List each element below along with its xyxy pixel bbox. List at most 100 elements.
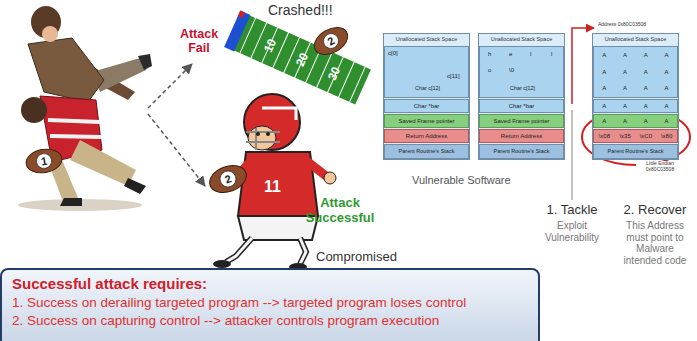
illustration-part bbox=[308, 162, 326, 176]
illustration-part bbox=[48, 120, 101, 137]
node-text: c[0] bbox=[388, 50, 398, 57]
node-text: \0 bbox=[509, 67, 514, 74]
illustration-part bbox=[324, 172, 336, 184]
highlight-ellipse bbox=[582, 109, 690, 165]
callout-text: Compromised bbox=[316, 250, 397, 265]
football-body bbox=[206, 161, 250, 197]
pointer-row: Char *bar bbox=[384, 99, 469, 113]
node-text: 2. Success on capturing control --> atta… bbox=[12, 312, 528, 330]
node-text: c[11] bbox=[447, 73, 460, 80]
node-text: A bbox=[644, 85, 648, 92]
node-text: \x35 bbox=[619, 133, 630, 140]
illustration-part bbox=[213, 260, 231, 268]
illustration-part bbox=[70, 140, 136, 186]
node-text: Char *bar bbox=[509, 103, 535, 110]
tackle-illustration bbox=[18, 6, 152, 211]
football-field bbox=[224, 10, 372, 105]
yard-number: 10 bbox=[259, 32, 281, 60]
yard-number: 30 bbox=[323, 60, 345, 88]
illustration-part bbox=[238, 10, 245, 18]
node-text: A bbox=[602, 85, 606, 92]
stack-frame: Unallocated Stack Spacehello\0Char c[12]… bbox=[478, 33, 565, 160]
node-text: Unallocated Stack Space bbox=[479, 36, 564, 42]
buffer-region: AAAAAAAAAAAA bbox=[593, 46, 678, 98]
jersey-number: 11 bbox=[264, 178, 281, 196]
buffer-region: c[0] Char c[12] c[11] bbox=[384, 46, 469, 98]
node-text: e bbox=[509, 51, 512, 58]
node-text: 1. Success on derailing targeted program… bbox=[12, 294, 528, 312]
node-text: A bbox=[665, 85, 669, 92]
illustration-part bbox=[60, 198, 82, 206]
caption-label: Vulnerable Software bbox=[412, 174, 511, 187]
outcome-label: Attack Fail bbox=[176, 27, 222, 56]
stack-frame: Unallocated Stack SpaceAAAAAAAAAAAAAAAAA… bbox=[592, 33, 679, 160]
illustration-part bbox=[266, 132, 270, 136]
step-label: 2. Recover bbox=[618, 203, 692, 218]
football: 2 bbox=[308, 20, 354, 62]
parent-stack-row: Parent Routine's Stack bbox=[593, 144, 678, 159]
illustration-part bbox=[42, 26, 58, 42]
node-text: Char *bar bbox=[414, 103, 440, 110]
callout-text: Crashed!!! bbox=[268, 2, 333, 18]
illustration-part bbox=[300, 238, 306, 264]
illustration-part bbox=[21, 97, 47, 123]
illustration-part bbox=[18, 199, 142, 211]
buffer-region: hello\0Char c[12] bbox=[479, 46, 564, 98]
node-text: A bbox=[602, 69, 606, 76]
node-text: \x80 bbox=[661, 133, 672, 140]
node-text: Char c[12] bbox=[480, 85, 565, 91]
parent-stack-row: Parent Routine's Stack bbox=[479, 144, 564, 159]
return-address-row: Return Address bbox=[384, 129, 469, 143]
outcome-label: Attack Successful bbox=[300, 196, 380, 226]
node-text: Parent Routine's Stack bbox=[494, 148, 550, 154]
box-title: Successful attack requires: bbox=[12, 274, 528, 294]
node-text: l bbox=[530, 51, 531, 58]
node-text: Unallocated Stack Space bbox=[593, 36, 678, 42]
illustration-part bbox=[349, 66, 365, 103]
number-disc bbox=[321, 31, 342, 51]
cartoon-player bbox=[213, 94, 336, 271]
illustration-part bbox=[224, 10, 372, 105]
address-label: Address 0x80C03508 bbox=[598, 22, 646, 28]
football-body bbox=[310, 22, 353, 60]
node-text: A bbox=[644, 103, 648, 110]
step-note: This Address must point to Malware inten… bbox=[618, 220, 692, 266]
leader-line bbox=[572, 110, 573, 200]
illustration-part bbox=[226, 238, 252, 262]
illustration-part bbox=[262, 108, 296, 120]
illustration-part bbox=[138, 54, 152, 70]
node-text: \x08 bbox=[599, 133, 610, 140]
node-text: Char c[12] bbox=[385, 85, 470, 91]
node-text: A bbox=[602, 52, 606, 59]
node-text: Saved Frame pointer bbox=[398, 118, 454, 125]
endian-label: Little Endian 0x80C03508 bbox=[636, 161, 684, 173]
illustration-part bbox=[256, 132, 260, 136]
illustration-part bbox=[248, 126, 276, 150]
node-text: Return Address bbox=[501, 133, 542, 140]
node-text: A bbox=[644, 118, 648, 125]
step-note: Exploit Vulnerability bbox=[537, 220, 607, 243]
frame-pointer-row: Saved Frame pointer bbox=[384, 114, 469, 128]
step-label: 1. Tackle bbox=[532, 203, 612, 218]
illustration-part bbox=[300, 238, 306, 264]
node-text: \xC0 bbox=[640, 133, 652, 140]
node-text: l bbox=[551, 51, 552, 58]
yard-number: 20 bbox=[291, 46, 313, 74]
node-text: Parent Routine's Stack bbox=[399, 148, 455, 154]
stack-frame: Unallocated Stack Spacec[0]Char c[12]c[1… bbox=[383, 33, 470, 160]
requirements-box: Successful attack requires:1. Success on… bbox=[0, 268, 540, 341]
node-text: A bbox=[623, 52, 627, 59]
node-text: A bbox=[665, 103, 669, 110]
node-text: A bbox=[644, 69, 648, 76]
football: 1 bbox=[23, 145, 65, 177]
dashed-arrow bbox=[148, 114, 205, 186]
node-text: A bbox=[602, 118, 606, 125]
illustration-part bbox=[124, 178, 146, 194]
node-text: A bbox=[623, 69, 627, 76]
dashed-arrow bbox=[148, 64, 192, 108]
illustration-part bbox=[240, 17, 366, 102]
node-text: Parent Routine's Stack bbox=[608, 148, 664, 154]
number-disc bbox=[218, 169, 239, 190]
illustration-part bbox=[226, 238, 252, 262]
node-text: h bbox=[488, 51, 491, 58]
